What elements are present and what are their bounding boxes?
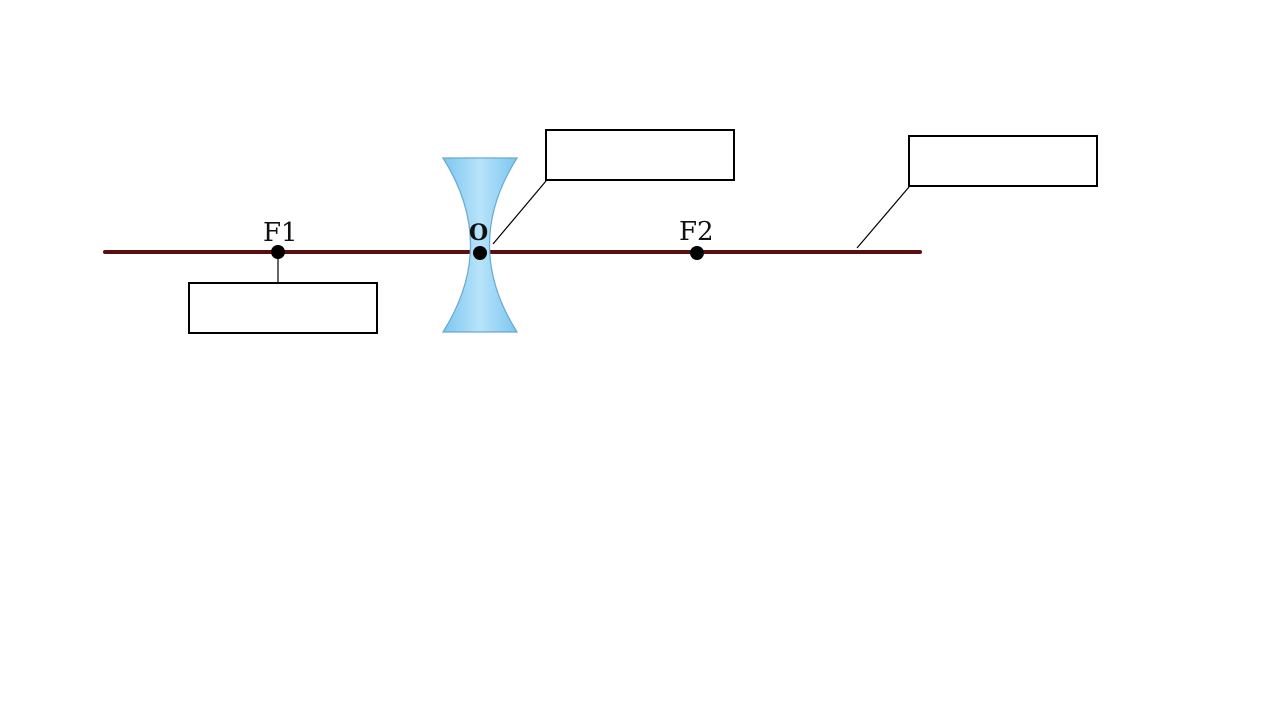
focus2-point (690, 246, 704, 260)
optical-center-answer-box[interactable] (545, 129, 735, 181)
leader-line-center (492, 180, 547, 245)
principal-axis-answer-box[interactable] (908, 135, 1098, 187)
focus1-label: F1 (263, 218, 298, 248)
leader-line-axis (856, 186, 910, 249)
optical-center-label: O (469, 220, 488, 246)
focus2-label: F2 (679, 217, 714, 247)
focus1-point (271, 245, 285, 259)
focus1-answer-box[interactable] (188, 282, 378, 334)
concave-lens (441, 157, 519, 333)
optical-center-point (473, 246, 487, 260)
